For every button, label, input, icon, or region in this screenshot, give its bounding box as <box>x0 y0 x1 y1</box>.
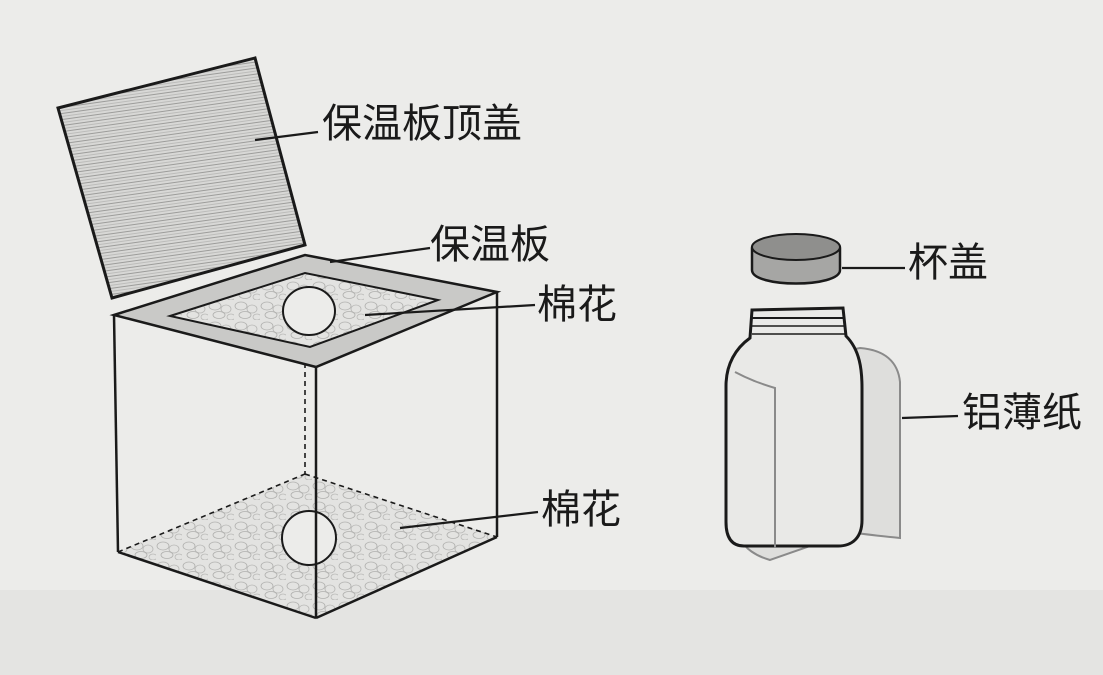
label-lid-board: 保温板顶盖 <box>322 101 522 147</box>
label-cotton-top: 棉花 <box>537 282 617 328</box>
leader-foil <box>901 414 959 420</box>
paper-shadow <box>0 590 1103 675</box>
label-insulation-board: 保温板 <box>430 222 550 268</box>
label-cotton-bottom: 棉花 <box>541 487 621 533</box>
cup-lid <box>750 233 842 285</box>
glass-jar <box>724 306 864 548</box>
box-edges <box>112 292 499 620</box>
label-cup-lid: 杯盖 <box>908 240 988 286</box>
lid-board <box>56 56 307 300</box>
top-cup-hole <box>282 286 336 336</box>
bottom-cup-hole <box>281 510 337 566</box>
label-foil: 铝薄纸 <box>962 390 1082 436</box>
leader-lines-left <box>254 130 539 530</box>
